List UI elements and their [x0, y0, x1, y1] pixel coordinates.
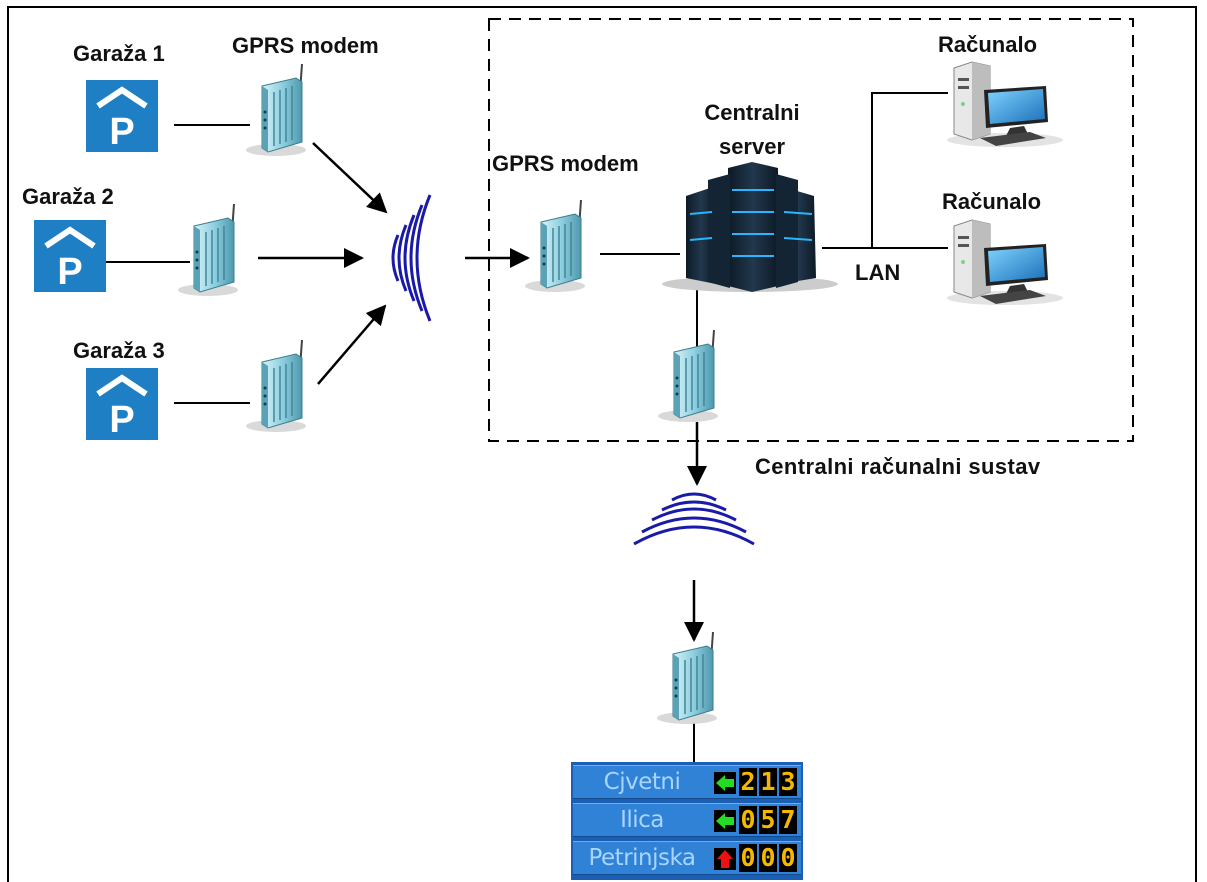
display-digit: 2	[739, 767, 757, 796]
diagram-frame	[7, 6, 1197, 882]
central-gprs-modem-label: GPRS modem	[492, 151, 639, 176]
arrow-left-icon	[714, 810, 736, 832]
svg-text:P: P	[57, 251, 82, 292]
display-digit: 0	[739, 805, 757, 834]
display-digit: 0	[739, 843, 757, 872]
gprs-modem-garage1	[245, 63, 307, 157]
gprs-modem-central-outbound	[657, 329, 719, 423]
computer-1-icon	[946, 61, 1064, 148]
garage-2-label: Garaža 2	[22, 184, 114, 209]
central-system-label: Centralni računalni sustav	[755, 454, 1041, 479]
display-digit: 1	[759, 767, 777, 796]
wireless-signal-waves-left	[391, 194, 432, 322]
central-server-label-line2: server	[718, 134, 786, 159]
parking-sign-icon-garage3: P	[86, 368, 158, 441]
display-row-petrinjska: Petrinjska 0 0 0	[573, 841, 801, 875]
parking-sign-icon-garage2: P	[34, 220, 106, 293]
display-digit: 5	[759, 805, 777, 834]
lan-label: LAN	[855, 260, 901, 285]
arrow-left-icon	[714, 772, 736, 794]
lan-link-computer1	[871, 92, 948, 248]
computer-2-icon	[946, 219, 1064, 306]
gprs-modem-garage3	[245, 339, 307, 433]
gprs-modem-central	[524, 199, 586, 293]
computer-1-label: Računalo	[938, 32, 1038, 57]
garage-1-label: Garaža 1	[73, 41, 165, 66]
parking-display-board: Cjvetni 2 1 3 Ilica 0 5 7 Petrinjska 0 0…	[571, 762, 803, 880]
display-digit: 0	[779, 843, 797, 872]
display-digit: 7	[779, 805, 797, 834]
arrow-modem1-to-waves	[312, 142, 388, 214]
display-row-cjvetni: Cjvetni 2 1 3	[573, 765, 801, 799]
garage-3-label: Garaža 3	[73, 338, 165, 363]
gprs-modem-garage2	[177, 203, 239, 297]
gprs-modem-label: GPRS modem	[232, 33, 379, 58]
svg-text:P: P	[109, 399, 134, 440]
central-server-icon	[662, 162, 838, 292]
display-digit: 3	[779, 767, 797, 796]
display-row-name: Cjvetni	[603, 769, 681, 795]
central-system-boundary	[488, 18, 1134, 442]
central-server-label-line1: Centralni	[704, 100, 800, 125]
display-row-ilica: Ilica 0 5 7	[573, 803, 801, 837]
arrow-modem3-to-waves	[317, 304, 387, 385]
gprs-modem-display	[656, 631, 718, 725]
computer-2-label: Računalo	[942, 189, 1042, 214]
wireless-signal-waves-bottom	[633, 492, 755, 546]
display-row-name: Petrinjska	[588, 845, 696, 871]
arrow-up-icon	[714, 848, 736, 870]
display-digit: 0	[759, 843, 777, 872]
svg-text:P: P	[109, 111, 134, 152]
parking-sign-icon-garage1: P	[86, 80, 158, 153]
display-row-name: Ilica	[620, 807, 664, 833]
